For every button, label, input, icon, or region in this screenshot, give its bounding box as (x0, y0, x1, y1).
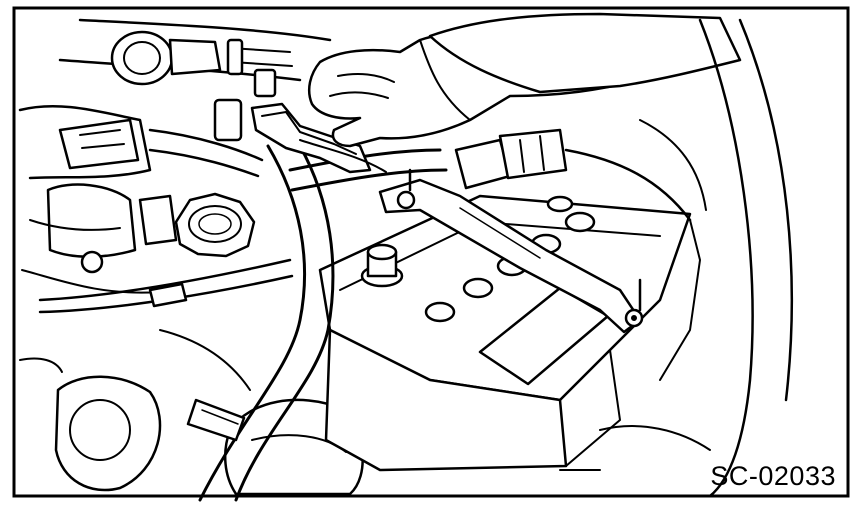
tester-clip (250, 102, 387, 174)
right-body-panel (559, 18, 793, 498)
battery (318, 168, 692, 472)
wire-harness (38, 128, 692, 314)
figure-code: SC-02033 (710, 461, 836, 491)
hand (308, 12, 742, 148)
large-hose (186, 144, 335, 502)
figure-frame (12, 6, 850, 498)
